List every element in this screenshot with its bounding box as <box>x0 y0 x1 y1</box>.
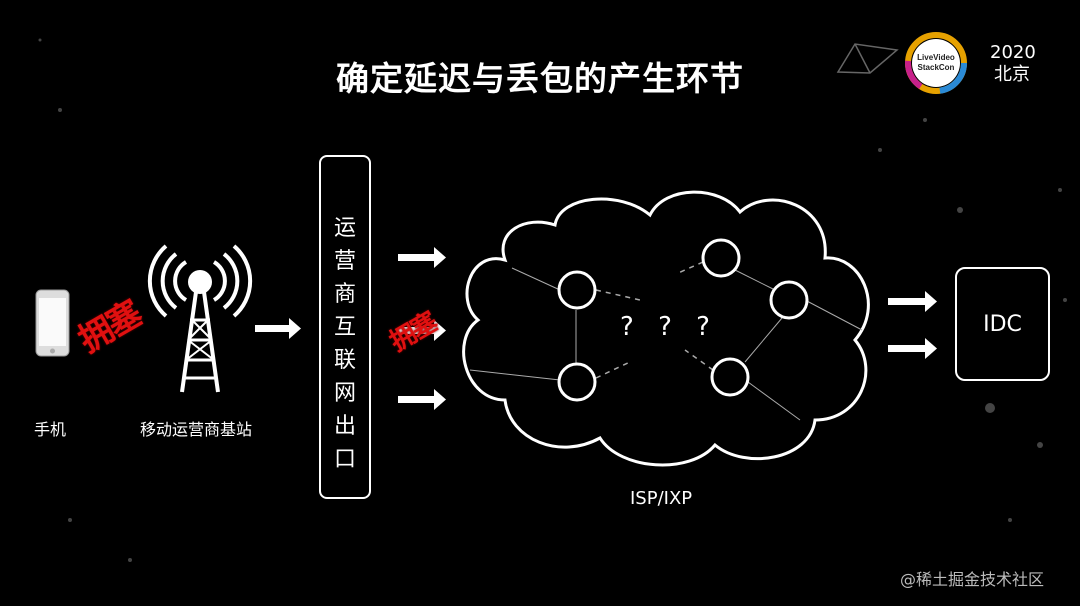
smartphone-icon <box>35 289 70 357</box>
network-node <box>701 238 741 278</box>
unknown-path-marks: ? ? ? <box>620 312 718 342</box>
svg-text:LiveVideo: LiveVideo <box>917 53 955 62</box>
phone-label: 手机 <box>34 420 67 439</box>
tower-label: 移动运营商基站 <box>140 420 253 439</box>
tower-antenna-ball <box>188 270 212 294</box>
livevideostack-logo: LiveVideo StackCon <box>905 32 967 94</box>
network-node <box>557 362 597 402</box>
idc-box: IDC <box>955 267 1050 381</box>
cell-tower-icon <box>147 244 253 393</box>
brand-city: 北京 <box>994 64 1030 85</box>
isp-exit-label: 运营商互联网出口 <box>333 216 356 472</box>
arrow-isp-to-cloud-3 <box>398 389 446 410</box>
isp-exit-box: 运营商互联网出口 <box>319 155 371 499</box>
arrow-cloud-to-idc-2 <box>888 338 937 359</box>
arrow-isp-to-cloud-2 <box>398 320 446 341</box>
network-node <box>557 270 597 310</box>
svg-text:StackCon: StackCon <box>918 63 955 72</box>
cloud-label: ISP/IXP <box>630 488 693 509</box>
idc-label: IDC <box>983 311 1022 337</box>
page-title: 确定延迟与丢包的产生环节 <box>336 59 744 98</box>
brand-triangle-logo <box>836 43 899 74</box>
background-dots <box>38 38 1067 562</box>
network-node <box>769 280 809 320</box>
isp-cloud <box>462 190 870 467</box>
brand-year: 2020 <box>990 42 1036 63</box>
flow-arrows <box>255 247 937 410</box>
arrow-cloud-to-idc-1 <box>888 291 937 312</box>
arrow-isp-to-cloud-1 <box>398 247 446 268</box>
brand-year-city: 2020 北京 <box>990 42 1036 86</box>
network-node <box>710 357 750 397</box>
watermark: @稀土掘金技术社区 <box>900 570 1045 589</box>
arrow-tower-to-isp <box>255 318 301 339</box>
